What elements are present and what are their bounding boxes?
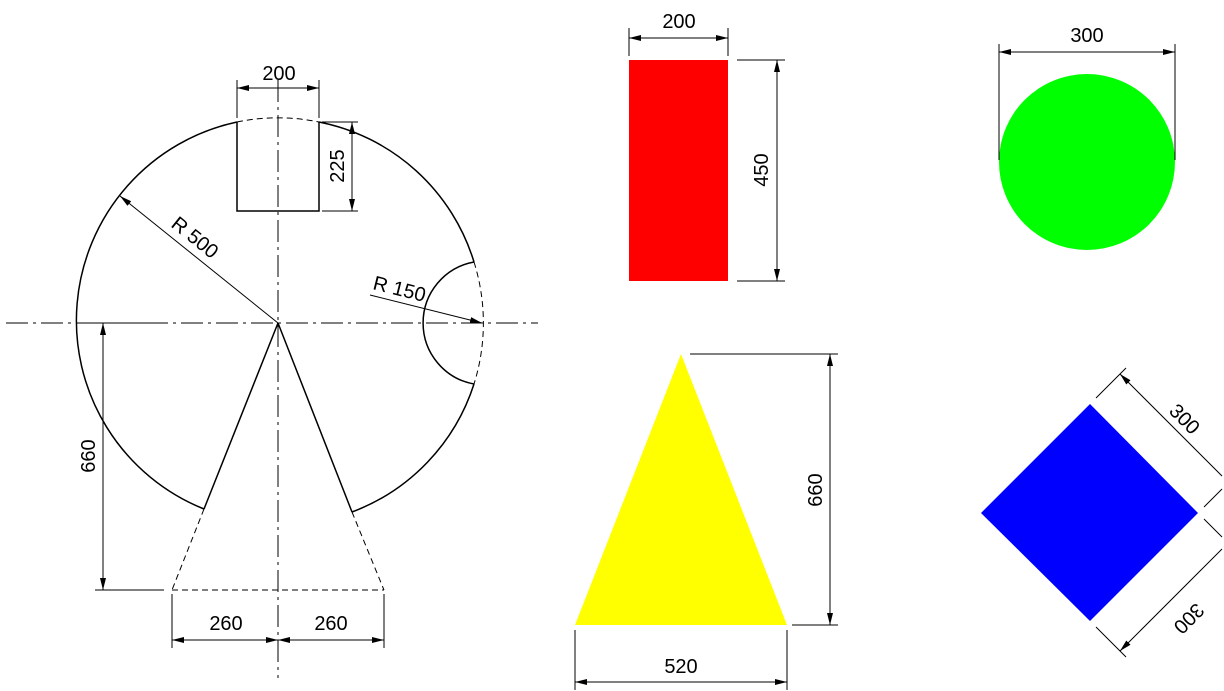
yellow-triangle-group: 660 520 [574, 353, 838, 690]
dim-slot-width-label: 200 [262, 63, 295, 85]
main-part: 200 225 R 500 R 150 660 260 260 [6, 63, 538, 678]
dim-notch-radius [369, 294, 483, 324]
dim-rect-height-label: 450 [751, 153, 773, 186]
green-circle [999, 74, 1175, 250]
dim-triangle-base-label: 520 [664, 656, 697, 678]
dim-diamond-side-b-label: 300 [1169, 598, 1208, 637]
dim-slot-depth-label: 225 [327, 149, 349, 182]
yellow-triangle [575, 354, 787, 625]
v-cut-right [277, 322, 353, 513]
dim-diamond-side-a-label: 300 [1164, 400, 1203, 439]
dim-half-base-right-label: 260 [314, 613, 347, 635]
v-cut-left [203, 322, 279, 510]
dim-height-label: 660 [78, 439, 100, 472]
dim-notch-radius-label: R 150 [371, 273, 428, 307]
green-circle-group: 300 [998, 25, 1176, 250]
notch-dashed-arc [473, 261, 484, 385]
v-ext-right [351, 511, 385, 591]
dim-circle-diameter-label: 300 [1070, 25, 1103, 47]
red-rectangle-group: 200 450 [628, 11, 785, 282]
outer-arc-left [75, 121, 238, 510]
dim-ext [1095, 367, 1127, 399]
dim-diamond-side-a [1119, 373, 1223, 477]
slot-outline [236, 122, 320, 212]
v-ext-left [171, 508, 205, 591]
dim-half-base-left-label: 260 [209, 613, 242, 635]
notch-arc [422, 261, 475, 385]
blue-diamond [981, 404, 1198, 621]
dim-ext [1203, 488, 1223, 508]
outer-arc-right-lower [351, 383, 475, 513]
red-rectangle [629, 60, 728, 281]
dim-diamond-side-b [1119, 548, 1223, 652]
dim-rect-width-label: 200 [662, 11, 695, 33]
outer-arc-right-upper [318, 121, 475, 263]
dim-triangle-height-label: 660 [805, 473, 827, 506]
dim-ext [1095, 626, 1127, 658]
dim-ext [1203, 518, 1223, 538]
dim-outer-radius [119, 195, 279, 324]
blue-diamond-group: 300 300 [981, 367, 1223, 658]
slot-top-dashed-arc [236, 117, 320, 123]
